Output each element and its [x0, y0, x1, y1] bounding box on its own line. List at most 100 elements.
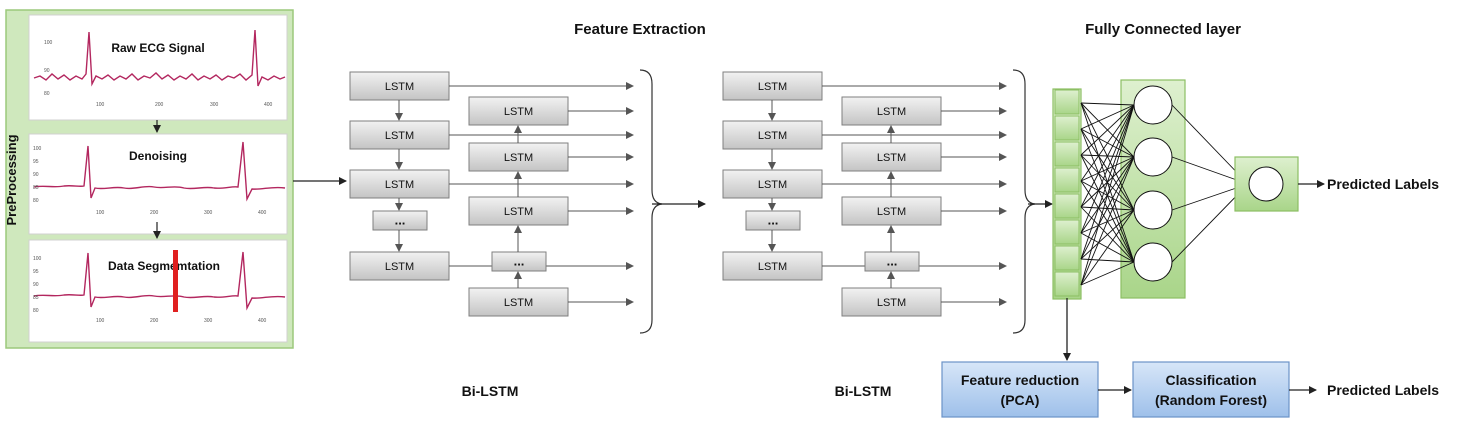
dense-connection — [1080, 156, 1135, 286]
feature-reduction-label: Feature reduction — [961, 372, 1079, 388]
feature-unit — [1054, 141, 1080, 167]
feature-unit — [1054, 115, 1080, 141]
y-tick: 80 — [33, 308, 39, 314]
panel-title: Denoising — [129, 149, 187, 163]
y-tick: 100 — [33, 146, 42, 152]
lstm-cell-backward: LSTM — [468, 287, 569, 317]
dense-connection — [1080, 209, 1135, 286]
x-tick: 100 — [96, 318, 105, 324]
lstm-cell-backward: LSTM — [841, 287, 942, 317]
bilstm-caption: Bi-LSTM — [462, 383, 519, 399]
x-tick: 300 — [204, 318, 213, 324]
lstm-cell-label: ... — [887, 254, 898, 269]
lstm-cell-label: ... — [768, 213, 779, 228]
y-tick: 95 — [33, 159, 39, 165]
x-tick: 200 — [155, 102, 164, 108]
y-tick: 90 — [33, 282, 39, 288]
dense-connection — [1080, 104, 1135, 208]
feature-unit — [1054, 193, 1080, 219]
feature-unit — [1054, 167, 1080, 193]
x-tick: 300 — [204, 210, 213, 216]
hidden-neuron — [1133, 137, 1173, 177]
y-tick: 80 — [33, 198, 39, 204]
ecg-trace — [33, 29, 286, 87]
lstm-ellipsis-cell: ... — [745, 210, 801, 231]
lstm-cell-label: LSTM — [758, 261, 787, 273]
ecg-panel-denoised: Denoising 100 95 90 85 80 100 200 300 40… — [28, 133, 288, 235]
dense-connection — [1080, 104, 1135, 156]
hidden-neuron — [1133, 85, 1173, 125]
feature-unit — [1054, 271, 1080, 297]
y-tick: 100 — [44, 40, 53, 46]
dense-connection — [1080, 209, 1135, 260]
lstm-cell-label: ... — [514, 254, 525, 269]
lstm-cell-forward: LSTM — [722, 120, 823, 150]
lstm-cell-label: LSTM — [758, 179, 787, 191]
lstm-ellipsis-cell: ... — [864, 251, 920, 272]
ecg-panel-raw: Raw ECG Signal 100 90 80 100 200 300 400 — [28, 14, 288, 121]
lstm-cell-backward: LSTM — [841, 142, 942, 172]
lstm-cell-backward: LSTM — [841, 196, 942, 226]
lstm-cell-label: LSTM — [504, 106, 533, 118]
output-neuron — [1248, 166, 1284, 202]
lstm-cell-label: LSTM — [758, 130, 787, 142]
lstm-cell-backward: LSTM — [468, 196, 569, 226]
dense-connection — [1080, 104, 1135, 234]
ecg-trace — [33, 141, 286, 202]
panel-title: Raw ECG Signal — [111, 41, 204, 55]
dense-connection — [1080, 104, 1135, 286]
x-tick: 200 — [150, 210, 159, 216]
lstm-cell-backward: LSTM — [841, 96, 942, 126]
lstm-cell-label: LSTM — [877, 152, 906, 164]
lstm-cell-forward: LSTM — [722, 71, 823, 101]
predicted-labels-rf: Predicted Labels — [1327, 382, 1439, 398]
feature-vector-column — [1052, 88, 1082, 300]
lstm-cell-label: ... — [395, 213, 406, 228]
classification-label: Classification — [1165, 372, 1256, 388]
lstm-cell-backward: LSTM — [468, 142, 569, 172]
dense-connection — [1080, 104, 1135, 130]
lstm-cell-label: LSTM — [877, 297, 906, 309]
y-tick: 95 — [33, 269, 39, 275]
lstm-cell-forward: LSTM — [349, 120, 450, 150]
feature-extraction-title: Feature Extraction — [574, 21, 706, 38]
preprocessing-section: PreProcessing Raw ECG Signal 100 90 80 1… — [4, 9, 294, 349]
y-tick: 100 — [33, 256, 42, 262]
lstm-cell-label: LSTM — [385, 81, 414, 93]
hidden-neuron — [1133, 190, 1173, 230]
bilstm-block: LSTMLSTMLSTM...LSTMLSTMLSTMLSTM...LSTMBi… — [722, 69, 1036, 399]
lstm-cell-label: LSTM — [504, 206, 533, 218]
output-layer — [1234, 156, 1299, 212]
classification-method: (Random Forest) — [1155, 392, 1267, 408]
lstm-cell-label: LSTM — [758, 81, 787, 93]
dense-connection — [1080, 104, 1135, 260]
x-tick: 400 — [258, 210, 267, 216]
x-tick: 100 — [96, 102, 105, 108]
bilstm-layers: LSTM LSTM LSTM... LSTM LSTM LSTM LSTM... LSTM Bi… — [349, 69, 1036, 399]
lstm-cell-label: LSTM — [877, 206, 906, 218]
y-tick: 85 — [33, 185, 39, 191]
x-tick: 200 — [150, 318, 159, 324]
x-tick: 400 — [264, 102, 273, 108]
y-tick: 85 — [33, 295, 39, 301]
panel-title: Data Segmemtation — [108, 259, 220, 273]
lstm-cell-label: LSTM — [385, 179, 414, 191]
y-tick: 80 — [44, 91, 50, 97]
lstm-cell-backward: LSTM — [468, 96, 569, 126]
dense-connection — [1080, 258, 1135, 263]
predicted-labels-fc: Predicted Labels — [1327, 176, 1439, 192]
lstm-cell-label: LSTM — [385, 130, 414, 142]
feature-unit — [1054, 245, 1080, 271]
fully-connected-title: Fully Connected layer — [1085, 21, 1241, 38]
x-tick: 100 — [96, 210, 105, 216]
x-tick: 300 — [210, 102, 219, 108]
hidden-neuron — [1133, 242, 1173, 282]
classification-box: Classification (Random Forest) — [1132, 361, 1290, 418]
dense-connection — [1080, 104, 1135, 182]
y-tick: 90 — [44, 68, 50, 74]
segment-marker — [173, 250, 178, 312]
lstm-ellipsis-cell: ... — [372, 210, 428, 231]
lstm-cell-forward: LSTM — [349, 71, 450, 101]
feature-reduction-method: (PCA) — [1001, 392, 1040, 408]
